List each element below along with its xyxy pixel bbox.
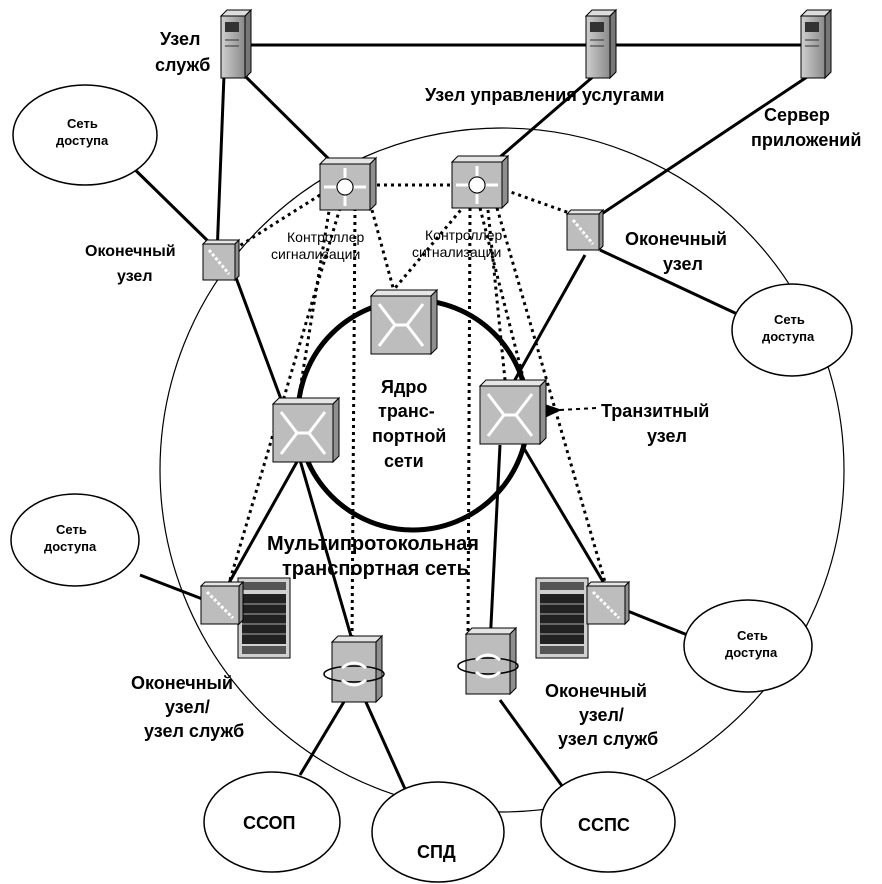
core-label: Ядро xyxy=(381,377,427,397)
terminal-node-icon xyxy=(565,208,605,252)
ssps-network-ellipse xyxy=(540,771,676,873)
spd-network-ellipse xyxy=(371,781,505,883)
core-label: портной xyxy=(372,426,446,446)
media-gateway-icon xyxy=(457,626,519,696)
server-icon xyxy=(584,8,618,80)
terminal-service-node-label: узел служб xyxy=(144,721,244,741)
transit-node-label: узел xyxy=(647,426,687,446)
service-mgmt-node-label: Узел управления услугами xyxy=(425,85,665,105)
terminal-node-label: узел xyxy=(117,268,153,285)
ssop-network-ellipse xyxy=(203,771,341,873)
access-network-label: доступа xyxy=(44,539,97,554)
transit-switch-icon xyxy=(271,396,341,464)
ssps-label: ССПС xyxy=(578,815,630,835)
access-network-ellipse xyxy=(12,84,158,186)
app-server-label: приложений xyxy=(751,130,861,150)
transit-pointer-arrow xyxy=(541,403,597,419)
access-network-ellipse xyxy=(731,283,853,377)
core-label: сети xyxy=(384,451,424,471)
signaling-controller-icon xyxy=(450,154,510,210)
equipment-rack-icon xyxy=(237,577,291,659)
terminal-service-node-label: узел/ xyxy=(165,697,210,717)
server-icon xyxy=(219,8,253,80)
access-network-label: доступа xyxy=(725,645,778,660)
service-node-label: Узел xyxy=(160,29,200,49)
transit-switch-icon xyxy=(478,378,548,446)
terminal-node-icon xyxy=(199,580,245,626)
terminal-node-label: Оконечный xyxy=(85,243,176,260)
access-network-ellipse xyxy=(683,599,813,693)
media-gateway-icon xyxy=(323,634,385,704)
multiprotocol-network-label: Мультипротокольная xyxy=(267,533,479,555)
access-network-label: доступа xyxy=(56,133,109,148)
terminal-service-node-label: узел служб xyxy=(558,729,658,749)
server-icon xyxy=(799,8,833,80)
transit-node-label: Транзитный xyxy=(601,401,709,421)
terminal-node-label: Оконечный xyxy=(625,229,727,249)
access-network-label: Сеть xyxy=(737,628,768,643)
service-node-label: служб xyxy=(155,55,210,75)
transit-switch-icon xyxy=(369,288,439,356)
core-label: транс- xyxy=(378,401,435,421)
ssop-label: ССОП xyxy=(243,813,296,833)
terminal-node-label: узел xyxy=(663,254,703,274)
access-network-label: Сеть xyxy=(774,312,805,327)
spd-label: СПД xyxy=(417,842,456,862)
signaling-controller-label: сигнализации xyxy=(271,246,360,262)
access-network-ellipse xyxy=(10,493,140,587)
signaling-links xyxy=(224,183,607,641)
terminal-node-icon xyxy=(585,580,631,626)
multiprotocol-network-label: транспортная сеть xyxy=(282,558,469,580)
terminal-node-icon xyxy=(201,238,241,282)
equipment-rack-icon xyxy=(535,577,589,659)
access-network-label: Сеть xyxy=(56,522,87,537)
access-network-label: доступа xyxy=(762,329,815,344)
terminal-service-node-label: Оконечный xyxy=(131,673,233,693)
terminal-service-node-label: Оконечный xyxy=(545,681,647,701)
terminal-service-node-label: узел/ xyxy=(579,705,624,725)
signaling-controller-label: Контроллер xyxy=(425,227,502,243)
access-network-label: Сеть xyxy=(67,116,98,131)
signaling-controller-label: сигнализации xyxy=(412,244,501,260)
signaling-controller-icon xyxy=(318,156,378,212)
signaling-controller-label: Контроллер xyxy=(287,229,364,245)
app-server-label: Сервер xyxy=(764,105,830,125)
transport-network-ring xyxy=(159,127,845,813)
